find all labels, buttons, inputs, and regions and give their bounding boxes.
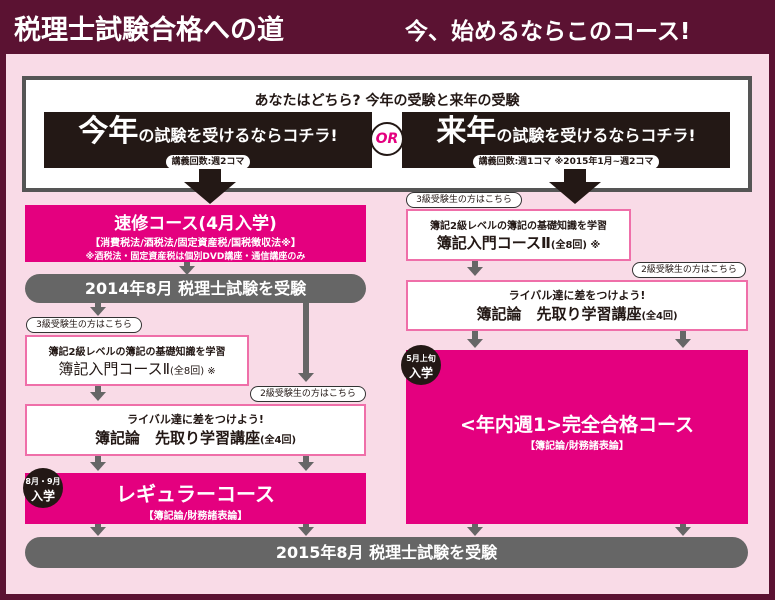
arrow-down-icon <box>467 267 483 276</box>
intro-course-box[interactable]: 簿記2級レベルの簿記の基礎知識を学習 簿記入門コースⅡ(全8回) ※ <box>406 209 631 261</box>
arrow-shaft <box>95 524 101 529</box>
complete-subjects: 【簿記論/財務諸表論】 <box>525 441 629 452</box>
sokushu-note: ※酒税法・固定資産税は個別DVD講座・通信講座のみ <box>85 252 306 262</box>
arrow-shaft <box>184 262 190 268</box>
arrow-down-icon <box>298 373 314 382</box>
rival-course-box[interactable]: ライバル達に差をつけよう! 簿記論 先取り学習講座(全4回) <box>406 280 748 331</box>
sokushu-subjects: 【消費税法/酒税法/固定資産税/国税徴収法※】 <box>90 238 301 249</box>
intro-title: 簿記入門コースⅡ <box>58 360 170 378</box>
arrow-down-icon <box>298 462 314 471</box>
arrow-down-icon <box>90 527 106 536</box>
level2-tab: 2級受験生の方はこちら <box>632 262 746 278</box>
page-subtitle: 今、始めるならこのコース! <box>405 19 691 45</box>
arrow-down-icon <box>675 339 691 348</box>
intro-course-box[interactable]: 簿記2級レベルの簿記の基礎知識を学習 簿記入門コースⅡ(全8回) ※ <box>25 335 249 386</box>
arrow-down-icon <box>90 392 106 401</box>
regular-course-box[interactable]: レギュラーコース 【簿記論/財務諸表論】 <box>25 473 366 524</box>
enroll-badge: 8月・9月入学 <box>23 468 63 508</box>
rival-title: 簿記論 先取り学習講座 <box>94 429 260 447</box>
complete-title: <年内週1>完全合格コース <box>459 414 695 436</box>
this-year-box[interactable]: 今年の試験を受けるならコチラ! 講義回数:週2コマ <box>44 112 372 169</box>
exam-2015-pill: 2015年8月 税理士試験を受験 <box>25 537 748 568</box>
arrow-shaft <box>303 524 309 529</box>
or-badge: OR <box>370 122 404 156</box>
rival-line1: ライバル達に差をつけよう! <box>508 289 646 302</box>
regular-title: レギュラーコース <box>116 482 275 506</box>
arrow-down-icon <box>90 307 106 316</box>
arrow-shaft <box>564 168 586 182</box>
choice-question: あなたはどちら? 今年の受験と来年の受験 <box>254 93 520 109</box>
this-year-text: の試験を受けるならコチラ! <box>138 126 338 145</box>
sokushu-title: 速修コース(4月入学) <box>114 214 277 234</box>
arrow-down-icon <box>298 527 314 536</box>
rival-line1: ライバル達に差をつけよう! <box>127 413 264 426</box>
page-title: 税理士試験合格への道 <box>14 15 284 46</box>
arrow-shaft <box>472 331 478 340</box>
regular-subjects: 【簿記論/財務諸表論】 <box>143 511 248 522</box>
exam-2014-pill: 2014年8月 税理士試験を受験 <box>25 274 366 303</box>
intro-line1: 簿記2級レベルの簿記の基礎知識を学習 <box>48 347 226 358</box>
arrow-shaft <box>303 303 309 373</box>
enroll-badge: 5月上旬入学 <box>401 345 441 385</box>
arrow-down-icon <box>90 462 106 471</box>
rival-course-box[interactable]: ライバル達に差をつけよう! 簿記論 先取り学習講座(全4回) <box>25 404 366 456</box>
arrow-shaft <box>199 168 221 182</box>
arrow-shaft <box>95 456 101 463</box>
arrow-shaft <box>95 386 101 392</box>
arrow-shaft <box>95 303 101 308</box>
rival-title: 簿記論 先取り学習講座 <box>476 305 642 323</box>
intro-count: (全8回) ※ <box>169 366 216 377</box>
level3-tab: 3級受験生の方はこちら <box>406 192 522 208</box>
next-year-note: 講義回数:週1コマ ※2015年1月~週2コマ <box>472 155 660 169</box>
intro-line1: 簿記2級レベルの簿記の基礎知識を学習 <box>430 221 607 232</box>
badge-large: 入学 <box>30 489 55 503</box>
next-year-text: の試験を受けるならコチラ! <box>496 126 696 145</box>
badge-large: 入学 <box>408 366 433 380</box>
this-year-note: 講義回数:週2コマ <box>165 155 251 169</box>
arrow-down-icon <box>184 182 236 204</box>
rival-count: (全4回) <box>259 435 297 446</box>
arrow-shaft <box>303 456 309 463</box>
next-year-big: 来年 <box>436 114 497 149</box>
badge-small: 5月上旬 <box>406 354 436 363</box>
arrow-down-icon <box>467 527 483 536</box>
header-bar: 税理士試験合格への道 今、始めるならこのコース! <box>0 0 775 50</box>
badge-small: 8月・9月 <box>25 477 61 486</box>
arrow-down-icon <box>549 182 601 204</box>
complete-course-box[interactable]: <年内週1>完全合格コース 【簿記論/財務諸表論】 <box>406 350 748 524</box>
intro-title: 簿記入門コースⅡ <box>436 234 551 252</box>
arrow-shaft <box>680 331 686 340</box>
next-year-box[interactable]: 来年の試験を受けるならコチラ! 講義回数:週1コマ ※2015年1月~週2コマ <box>402 112 730 169</box>
arrow-down-icon <box>467 339 483 348</box>
intro-count: (全8回) ※ <box>550 240 601 251</box>
sokushu-course-box[interactable]: 速修コース(4月入学) 【消費税法/酒税法/固定資産税/国税徴収法※】 ※酒税法… <box>25 205 366 262</box>
arrow-shaft <box>472 524 478 529</box>
arrow-shaft <box>472 261 478 268</box>
arrow-down-icon <box>675 527 691 536</box>
arrow-shaft <box>680 524 686 529</box>
level3-tab: 3級受験生の方はこちら <box>26 317 142 333</box>
rival-count: (全4回) <box>641 311 678 322</box>
this-year-big: 今年 <box>78 114 139 149</box>
level2-tab: 2級受験生の方はこちら <box>250 386 366 402</box>
arrow-down-icon <box>179 266 195 275</box>
